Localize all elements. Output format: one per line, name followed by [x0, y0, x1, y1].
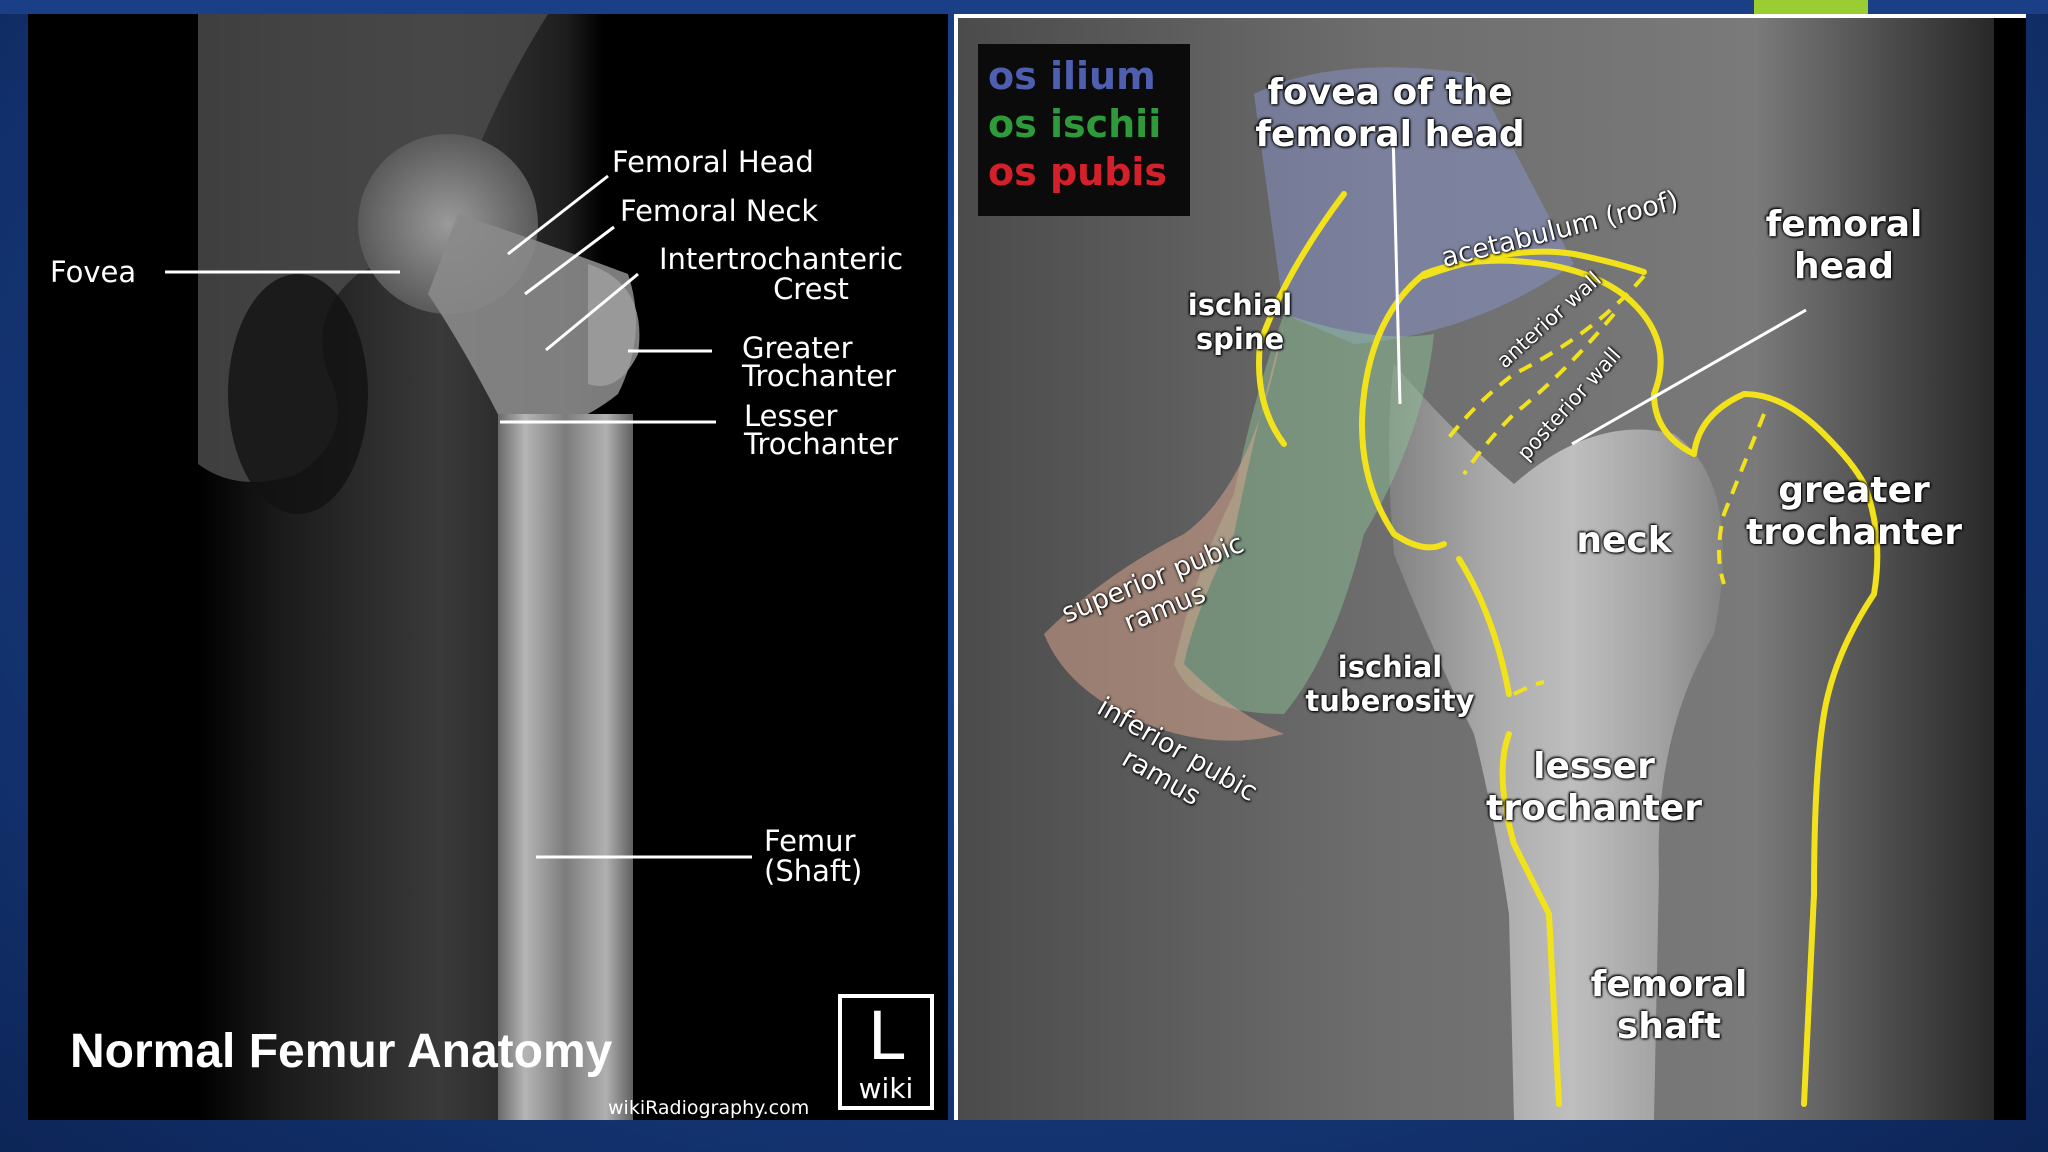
- top-accent-tab: [1754, 0, 1868, 14]
- label-ischial-spine-line1: ischial: [1187, 288, 1293, 322]
- credit-text: wikiRadiography.com: [608, 1097, 810, 1119]
- label-ischial-spine: ischial spine: [1170, 288, 1310, 356]
- lesser-trochanter-upper-outline: [1456, 556, 1512, 697]
- obturator-foramen: [228, 274, 368, 514]
- leader-lines: [165, 174, 752, 859]
- femoral-neck-shape: [428, 214, 636, 434]
- label-ischial-spine-line2: spine: [1195, 322, 1285, 356]
- label-greater-trochanter-right-line1: greater: [1778, 470, 1930, 511]
- femoral-head-leader: [507, 174, 609, 256]
- label-femur-shaft-line1: Femur: [764, 824, 856, 858]
- label-femoral-shaft-line2: shaft: [1616, 1006, 1722, 1047]
- acetabulum-roof-outline: [1421, 248, 1647, 279]
- label-femoral-shaft-right: femoral shaft: [1574, 964, 1764, 1048]
- label-greater-trochanter: Greater Trochanter: [742, 331, 897, 393]
- pointer-lines: [1391, 131, 1807, 446]
- os-ilium-region: [1254, 67, 1574, 345]
- neck-inferior-outline: [1391, 531, 1447, 551]
- label-fovea-line2: femoral head: [1255, 114, 1525, 155]
- label-greater-trochanter-line1: Greater: [742, 331, 853, 365]
- posterior-wall-outline: [1462, 312, 1616, 476]
- label-ischial-tuberosity-line2: tuberosity: [1305, 684, 1475, 718]
- label-femoral-head-right: femoral head: [1754, 204, 1934, 288]
- label-fovea-femoral-head: fovea of the femoral head: [1250, 72, 1530, 156]
- label-fovea: Fovea: [50, 255, 137, 289]
- label-femoral-head-line1: femoral: [1765, 204, 1923, 245]
- label-neck: neck: [1576, 520, 1672, 561]
- label-greater-trochanter-line2: Trochanter: [742, 359, 897, 393]
- greater-trochanter-shape: [588, 264, 640, 386]
- label-intertrochanteric-crest: Intertrochanteric Crest: [650, 244, 912, 304]
- femoral-neck-leader: [524, 225, 615, 296]
- fovea-pointer: [1391, 131, 1402, 405]
- lesser-trochanter-lower-outline: [1499, 731, 1562, 1107]
- intertrochanteric-leader: [545, 272, 639, 352]
- greater-trochanter-dashed: [1717, 413, 1766, 585]
- femur-body-shape: [1389, 364, 1723, 1120]
- top-accent-bar: [0, 0, 2048, 14]
- label-lesser-trochanter: Lesser Trochanter: [744, 399, 899, 461]
- label-femoral-head: Femoral Head: [612, 145, 814, 179]
- wiki-logo-letter: L: [867, 998, 905, 1075]
- femur-shaft-shape: [498, 414, 633, 1120]
- label-fovea-line1: fovea of the: [1267, 72, 1513, 113]
- label-greater-trochanter-right: greater trochanter: [1744, 470, 1964, 554]
- label-femur-shaft-line2: (Shaft): [764, 854, 863, 888]
- label-intertrochanteric-line1: Intertrochanteric: [658, 242, 904, 276]
- right-xray-panel: os ilium os ischii os pubis fovea of the…: [954, 14, 2026, 1120]
- label-femur-shaft: Femur (Shaft): [764, 826, 862, 886]
- ischial-spine-outline: [1256, 191, 1347, 447]
- legend-os-ilium: os ilium: [988, 54, 1156, 98]
- label-lesser-trochanter-right: lesser trochanter: [1484, 746, 1704, 830]
- femoral-head-outline: [1359, 257, 1697, 537]
- label-lesser-trochanter-line1: Lesser: [744, 399, 838, 433]
- lesser-trochanter-dashed: [1513, 680, 1545, 696]
- femoral-head-pointer: [1571, 308, 1807, 446]
- label-greater-trochanter-right-line2: trochanter: [1746, 512, 1962, 553]
- label-femoral-neck: Femoral Neck: [620, 194, 819, 228]
- legend-os-pubis: os pubis: [988, 150, 1168, 194]
- wiki-logo-word: wiki: [858, 1072, 914, 1105]
- label-intertrochanteric-line2: Crest: [773, 272, 849, 306]
- label-ischial-tuberosity-line1: ischial: [1337, 650, 1443, 684]
- os-ischii-region: [1174, 314, 1434, 714]
- wiki-logo: L wiki: [838, 994, 934, 1110]
- left-xray-panel: Fovea Femoral Head Femoral Neck Intertro…: [28, 14, 948, 1120]
- greater-trochanter-outline: [1691, 390, 1881, 1107]
- dashed-outlines: [1442, 274, 1766, 696]
- label-femoral-shaft-line1: femoral: [1590, 964, 1748, 1005]
- label-lesser-trochanter-right-line1: lesser: [1533, 746, 1655, 787]
- left-xray-image: [28, 14, 948, 1120]
- label-lesser-trochanter-right-line2: trochanter: [1486, 788, 1702, 829]
- slide-title: Normal Femur Anatomy: [70, 1025, 613, 1078]
- label-ischial-tuberosity: ischial tuberosity: [1290, 650, 1490, 718]
- label-lesser-trochanter-line2: Trochanter: [744, 427, 899, 461]
- legend-os-ischii: os ischii: [988, 102, 1162, 146]
- bone-legend: os ilium os ischii os pubis: [978, 44, 1190, 216]
- os-pubis-region: [1044, 324, 1284, 741]
- label-femoral-head-line2: head: [1793, 246, 1895, 287]
- right-xray-image: [958, 18, 2026, 1120]
- anterior-wall-outline: [1442, 274, 1646, 446]
- bone-outlines: [1256, 191, 1881, 1107]
